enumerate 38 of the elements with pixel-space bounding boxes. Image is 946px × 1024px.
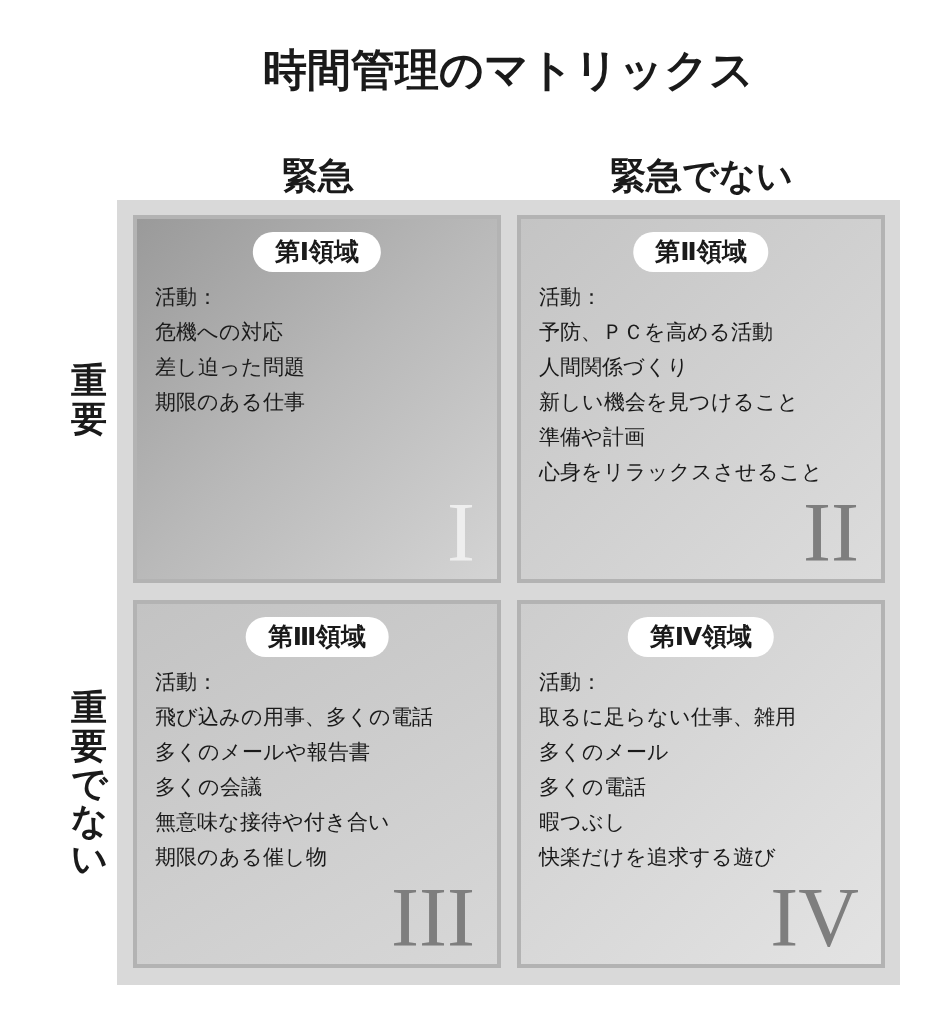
- activity-item: 暇つぶし: [539, 810, 626, 836]
- quadrant-panel: [133, 600, 501, 968]
- activity-item: 新しい機会を見つけること: [539, 390, 799, 416]
- activity-label: 活動：: [155, 670, 218, 696]
- activity-item: 無意味な接待や付き合い: [155, 810, 390, 836]
- activity-label: 活動：: [539, 285, 602, 311]
- activity-item: 人間関係づくり: [539, 355, 689, 381]
- activity-item: 期限のある仕事: [155, 390, 305, 416]
- activity-item: 快楽だけを追求する遊び: [539, 845, 776, 871]
- activity-item: 多くの会議: [155, 775, 262, 801]
- activity-item: 準備や計画: [539, 425, 645, 451]
- activity-item: 危機への対応: [155, 320, 283, 346]
- quadrant-panel: [517, 600, 885, 968]
- activity-item: 期限のある催し物: [155, 845, 327, 871]
- quadrant-panel: [133, 215, 501, 583]
- quadrant-panel: [517, 215, 885, 583]
- heading-badge: 第Ⅲ領域: [245, 617, 389, 657]
- activity-item: 飛び込みの用事、多くの電話: [155, 705, 433, 731]
- column-header: 緊急でない: [609, 156, 793, 196]
- activity-item: 多くのメール: [539, 740, 669, 766]
- row-header: 重要: [71, 362, 107, 438]
- activity-item: 取るに足らない仕事、雑用: [539, 705, 796, 731]
- roman-numeral: IV: [770, 876, 859, 960]
- activity-item: 多くのメールや報告書: [155, 740, 370, 766]
- activity-item: 心身をリラックスさせること: [539, 460, 823, 486]
- roman-numeral: II: [803, 491, 859, 575]
- activity-label: 活動：: [539, 670, 602, 696]
- activity-item: 差し迫った問題: [155, 355, 305, 381]
- row-header: 重要でない: [71, 688, 107, 878]
- roman-numeral: III: [391, 876, 475, 960]
- diagram-title: 時間管理のマトリックス: [262, 46, 754, 95]
- activity-item: 予防、ＰＣを高める活動: [539, 320, 773, 346]
- heading-badge: 第Ⅳ領域: [627, 617, 775, 657]
- heading-badge: 第Ⅰ領域: [252, 232, 382, 272]
- activity-item: 多くの電話: [539, 775, 646, 801]
- column-header: 緊急: [282, 156, 354, 196]
- heading-badge: 第Ⅱ領域: [633, 232, 769, 272]
- activity-label: 活動：: [155, 285, 218, 311]
